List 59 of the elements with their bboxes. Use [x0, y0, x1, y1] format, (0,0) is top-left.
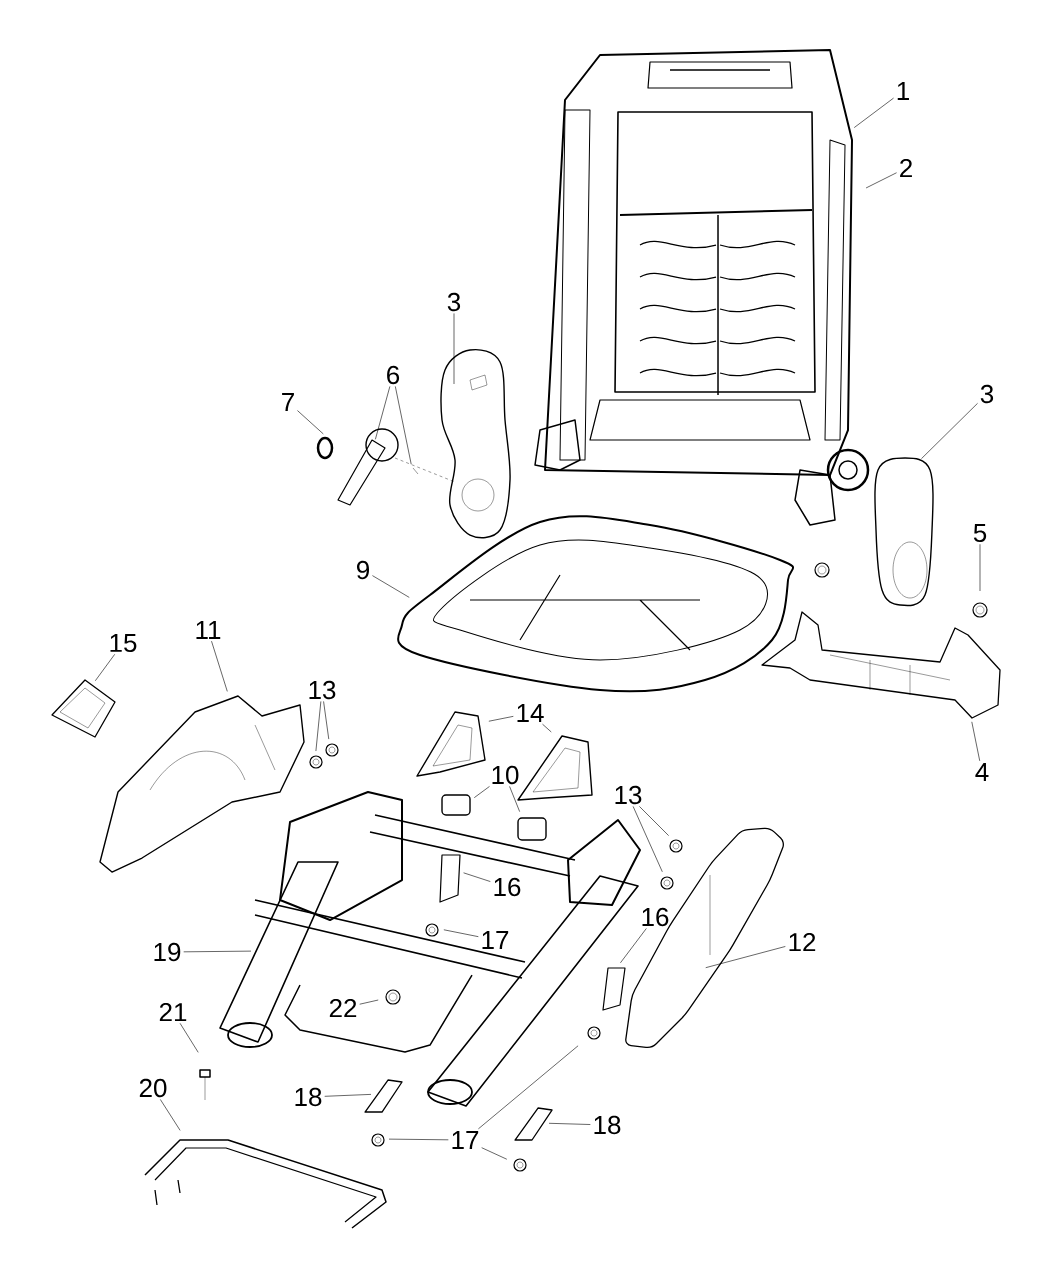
callout-number: 7 [282, 393, 294, 411]
leader-line [183, 950, 252, 953]
leader-line [95, 654, 116, 682]
callout-number: 11 [196, 621, 221, 639]
leader-line [297, 410, 324, 435]
leader-line [359, 999, 379, 1005]
leader-line [211, 640, 228, 692]
callout-number: 22 [329, 998, 357, 1018]
leader-line [372, 575, 410, 598]
callout-number: 17 [482, 931, 509, 949]
leader-line [865, 172, 897, 189]
callout-number: 20 [139, 1078, 167, 1098]
leader-line [542, 723, 552, 733]
leader-line [323, 701, 330, 740]
callout-number: 17 [452, 1131, 479, 1149]
callout-number: 3 [447, 292, 461, 312]
callout-number: 9 [357, 560, 369, 580]
callout-number: 3 [980, 384, 994, 404]
callout-number: 1 [897, 82, 909, 100]
callout-number: 16 [494, 877, 521, 897]
leader-line [315, 701, 322, 752]
leader-line [453, 313, 455, 385]
leader-line [463, 872, 491, 882]
callout-number: 2 [900, 158, 912, 178]
leader-line [395, 386, 412, 465]
leader-line [179, 1023, 199, 1053]
leader-line [375, 386, 391, 440]
leader-line [705, 946, 786, 968]
leader-line [639, 806, 669, 836]
callout-number: 18 [295, 1087, 322, 1107]
callout-number: 18 [594, 1115, 621, 1135]
leader-line [473, 786, 490, 798]
leader-line [620, 928, 647, 964]
leader-line [160, 1099, 181, 1131]
leader-line [388, 1138, 449, 1141]
leader-line [324, 1094, 372, 1097]
leader-line [488, 716, 514, 722]
callout-number: 10 [492, 765, 519, 785]
callout-number: 6 [387, 365, 400, 385]
leader-line [509, 786, 520, 812]
leader-line [632, 806, 663, 873]
callout-number: 5 [973, 523, 987, 543]
callout-number: 4 [975, 763, 989, 781]
callout-number: 19 [154, 942, 181, 962]
leader-line [478, 1045, 579, 1130]
callout-number: 14 [517, 704, 544, 722]
callout-number: 13 [615, 785, 642, 805]
leader-line [921, 403, 978, 459]
leader-line [443, 929, 479, 937]
callout-number: 15 [110, 633, 137, 653]
leader-line [971, 721, 981, 762]
leader-line [853, 97, 894, 128]
callout-number: 12 [789, 932, 816, 952]
callout-number: 16 [642, 907, 669, 927]
leader-line [548, 1123, 591, 1125]
leader-line [979, 544, 981, 592]
callout-number: 21 [159, 1002, 187, 1022]
leader-line [481, 1147, 508, 1160]
callout-number: 13 [309, 680, 336, 700]
